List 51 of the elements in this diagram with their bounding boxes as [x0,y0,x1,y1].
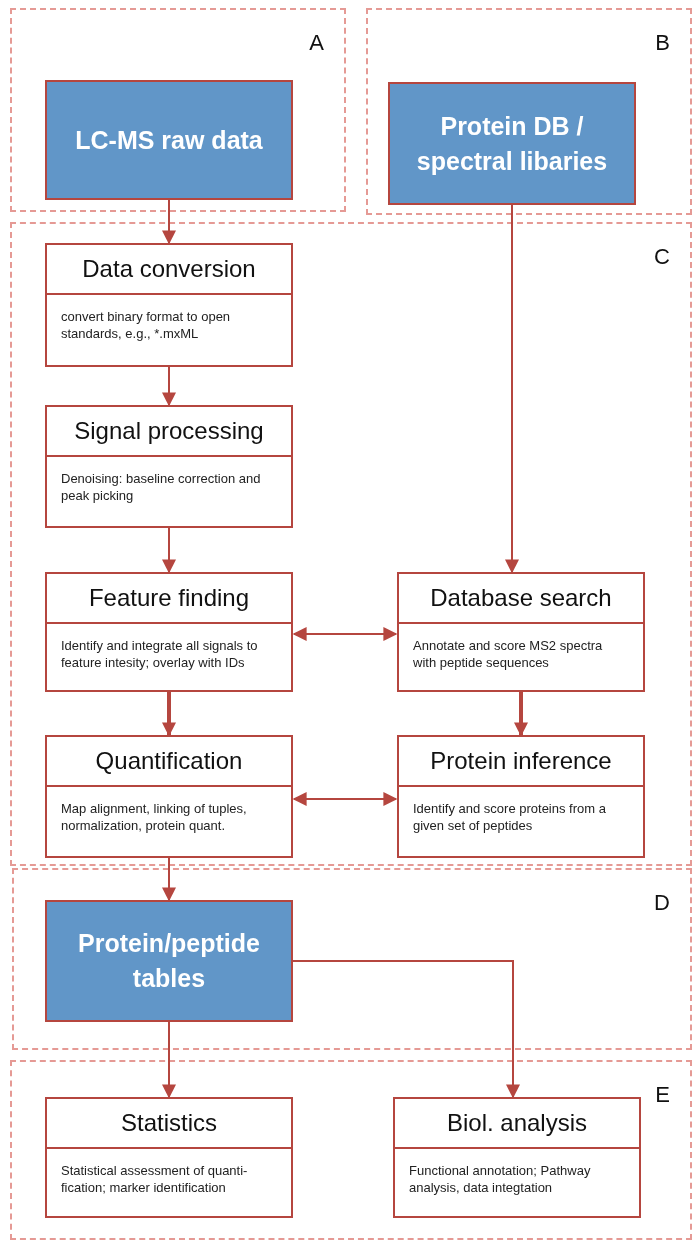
step-title: Protein inference [399,737,643,787]
step-description: Map alignment, linking of tuples, normalization, protein quant. [60,800,248,835]
section-panel [10,1060,692,1240]
arrow [162,1021,176,1099]
arrow [514,692,528,737]
arrow [162,366,176,407]
data-box [45,80,293,200]
section-panel [12,868,692,1050]
arrow [162,692,176,737]
step-title: Feature finding [47,574,291,624]
arrow [162,857,176,902]
arrow [505,204,519,574]
data-box [388,82,636,205]
process-box [45,243,293,367]
process-box [397,572,645,692]
step-title: Data conversion [47,245,291,295]
arrow [292,960,520,1099]
arrow [162,527,176,574]
step-title: Quantification [47,737,291,787]
process-box [45,1097,293,1218]
section-panel [10,222,692,866]
step-description: convert binary format to open standards, e.g., *.mxML [60,308,232,343]
process-box [45,735,293,858]
step-title: Biol. analysis [395,1099,639,1149]
box-title: LC-MS raw data [75,124,263,156]
step-title: Statistics [47,1099,291,1149]
process-box [397,735,645,858]
step-title: Signal processing [47,407,291,457]
step-description: Identify and score proteins from a given set of peptides [412,800,607,835]
step-title: Database search [399,574,643,624]
section-panel [10,8,346,212]
panel-letter: A [309,30,324,56]
section-panel [366,8,692,215]
step-description: Annotate and score MS2 spectra with peptide sequences [412,637,604,672]
step-description: Functional annotation; Pathway analysis, data integtation [408,1162,592,1197]
step-description: Statistical assessment of quanti- fication; marker identification [60,1162,249,1197]
box-title: Protein DB / spectral libaries [415,110,609,177]
data-box [45,900,293,1022]
panel-letter: B [655,30,670,56]
arrow [162,199,176,245]
panel-letter: C [654,244,670,270]
process-box [45,572,293,692]
panel-letter: E [655,1082,670,1108]
panel-letter: D [654,890,670,916]
arrow [292,792,398,806]
arrow [292,627,398,641]
step-description: Denoising: baseline correction and peak picking [60,470,262,505]
process-box [393,1097,641,1218]
step-description: Identify and integrate all signals to feature intesity; overlay with IDs [60,637,259,672]
box-title: Protein/peptide tables [77,928,261,994]
process-box [45,405,293,528]
